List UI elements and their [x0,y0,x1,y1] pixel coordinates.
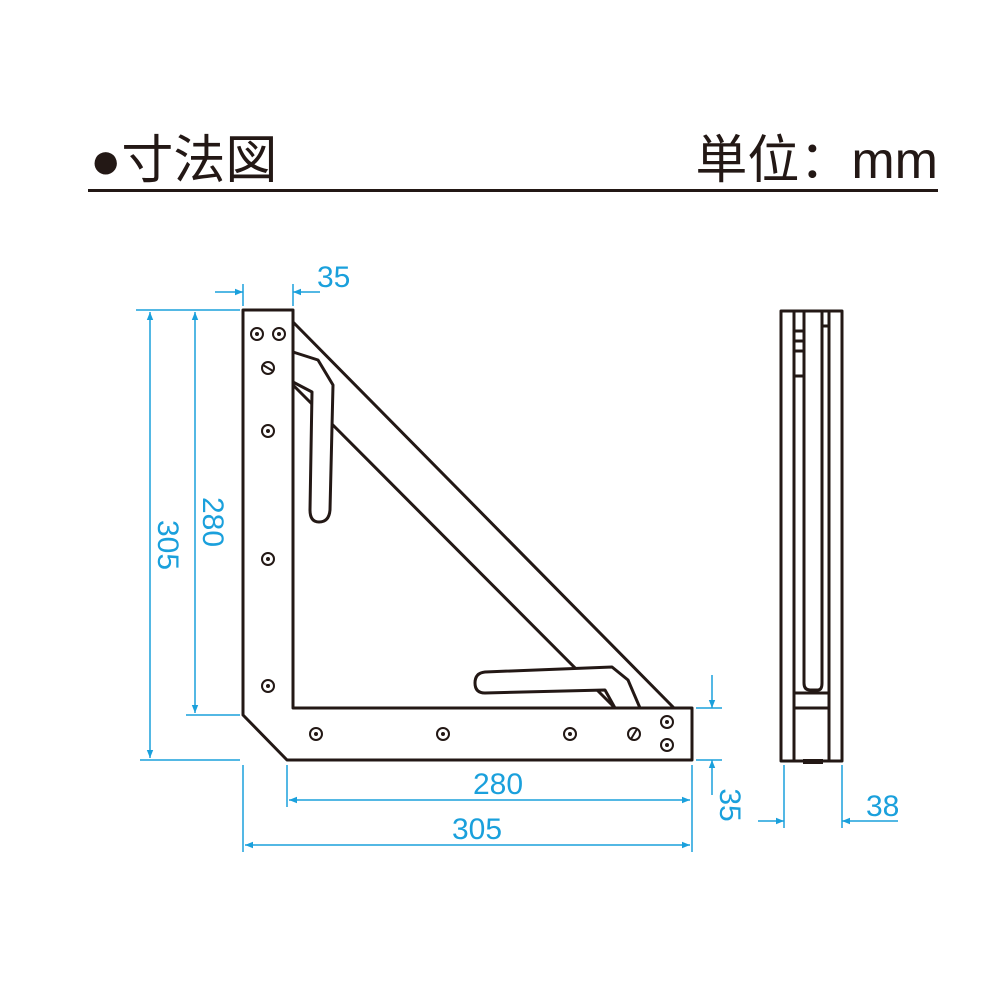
dimension-lines: 35 305 280 280 305 35 38 [136,261,899,852]
screw-icon [261,552,275,566]
dim-side-thickness: 38 [866,790,899,823]
dim-bottom-arm-height: 35 [713,788,746,821]
dim-overall-height: 305 [151,520,184,570]
screws [250,327,674,752]
upper-handle [291,350,335,524]
screw-icon [436,727,450,741]
header-rule [88,189,938,192]
screw-icon [272,327,286,341]
lower-handle [473,665,642,710]
screw-icon [660,738,674,752]
bracket-side-view [779,309,844,764]
screw-icon [261,679,275,693]
dim-overall-width: 305 [452,813,502,846]
screw-icon [261,424,275,438]
page-title: ●寸法図 [90,132,278,190]
unit-label: 単位：mm [695,132,938,190]
screw-icon [563,727,577,741]
slotted-screw-icon [261,361,275,375]
bracket-front-view [241,308,694,762]
dim-inner-height: 280 [196,497,229,547]
dim-inner-width: 280 [473,768,523,801]
slotted-screw-icon [627,727,641,741]
screw-icon [250,327,264,341]
screw-icon [660,715,674,729]
dim-top-arm-width: 35 [317,261,350,294]
screw-icon [309,727,323,741]
